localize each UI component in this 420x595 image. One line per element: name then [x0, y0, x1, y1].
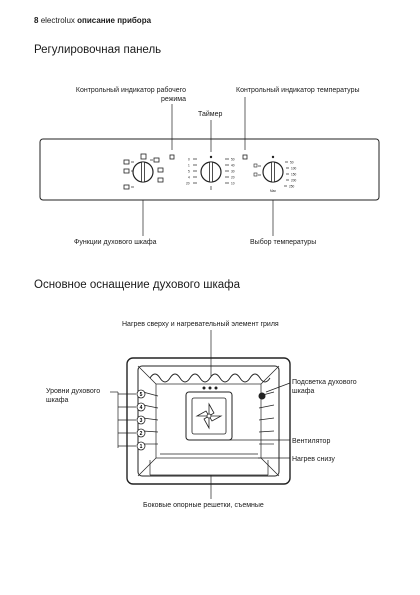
function-symbol-1 — [123, 159, 130, 165]
timer-tick-r2: 40 — [231, 164, 235, 168]
function-symbol-5 — [157, 167, 164, 173]
page-number: 8 — [34, 16, 39, 25]
function-symbol-3 — [123, 184, 130, 190]
function-symbol-top — [140, 153, 147, 160]
timer-label: Таймер — [198, 111, 223, 118]
timer-tick-l2: 1 — [188, 164, 190, 168]
oven-leaders — [110, 330, 291, 499]
level-label-4: 4 — [140, 405, 143, 411]
timer-tick-r3: 30 — [231, 170, 235, 174]
timer-tick-r5: 10 — [231, 182, 235, 186]
fan-icon — [195, 402, 223, 430]
page-header: 8 electrolux описание прибора — [34, 16, 151, 25]
oven-functions-label: Функции духового шкафа — [74, 239, 157, 246]
top-vents — [202, 386, 218, 390]
temp-tick-labels: 50 100 150 200 250 Max — [270, 161, 297, 194]
top-heating-element — [149, 373, 271, 383]
temp-tick-1: 50 — [290, 161, 294, 165]
levels-label-line1: Уровни духового — [46, 388, 101, 395]
light-label-line1: Подсветка духового — [292, 379, 357, 386]
oven-light-icon — [258, 392, 266, 400]
left-rack-rungs — [142, 391, 159, 445]
light-leader — [265, 382, 291, 393]
level-marker-5 — [136, 389, 146, 399]
light-label-line2: шкафа — [292, 388, 315, 395]
level-marker-1 — [136, 441, 146, 451]
temp-select-label: Выбор температуры — [250, 239, 317, 246]
timer-tick-r1: 50 — [231, 158, 235, 162]
function-symbol-6 — [157, 177, 164, 183]
temp-tick-3: 150 — [291, 173, 297, 177]
mode-indicator-label: Контрольный индикатор рабочего режима — [40, 86, 186, 104]
fan-label: Вентилятор — [292, 438, 331, 445]
control-panel-title: Регулировочная панель — [34, 44, 162, 56]
temperature-knob — [253, 155, 289, 187]
mode-indicator-light — [169, 154, 175, 160]
temp-indicator-label: Контрольный индикатор температуры — [236, 87, 360, 94]
temp-symbol-2 — [253, 172, 258, 177]
light-label: Подсветка духового шкафа — [292, 378, 357, 396]
level-label-5: 5 — [140, 392, 143, 398]
mode-indicator-label-line2: режима — [160, 96, 186, 103]
temp-tick-2: 100 — [291, 167, 297, 171]
timer-tick-l5: 20 — [186, 182, 190, 186]
level-markers: 5 4 3 2 1 — [136, 389, 146, 451]
timer-tick-l1: 0 — [188, 158, 190, 162]
temp-indicator-light — [242, 154, 248, 160]
cavity-perspective — [137, 365, 280, 477]
levels-label-line2: шкафа — [46, 397, 69, 404]
temp-tick-4: 200 — [291, 179, 297, 183]
top-heat-label: Нагрев сверху и нагревательный элемент г… — [122, 321, 279, 328]
timer-tick-r4: 20 — [231, 176, 235, 180]
mode-indicator-label-line1: Контрольный индикатор рабочего — [75, 87, 186, 94]
level-label-1: 1 — [140, 444, 143, 450]
level-label-3: 3 — [140, 418, 143, 424]
timer-knob — [193, 155, 229, 190]
temp-symbol-1 — [253, 163, 258, 168]
level-marker-3 — [136, 415, 146, 425]
temp-tick-5: 250 — [289, 185, 295, 189]
level-marker-2 — [136, 428, 146, 438]
timer-tick-labels: 0 1 5 4 20 50 40 30 20 10 — [186, 158, 235, 186]
oven-functions-knob — [123, 153, 164, 190]
oven-equipment-title: Основное оснащение духового шкафа — [34, 279, 241, 291]
temp-tick-max: Max — [270, 189, 276, 193]
bottom-heat-label: Нагрев снизу — [292, 456, 335, 463]
side-racks-label: Боковые опорные решетки, съемные — [143, 502, 264, 509]
function-symbol-4 — [153, 157, 160, 163]
function-symbol-2 — [123, 168, 130, 174]
section-title: описание прибора — [77, 16, 152, 25]
levels-label: Уровни духового шкафа — [46, 387, 100, 405]
timer-tick-l4: 4 — [188, 176, 190, 180]
brand-name: electrolux — [40, 16, 75, 25]
timer-tick-l3: 5 — [188, 170, 190, 174]
level-label-2: 2 — [140, 431, 143, 437]
level-marker-4 — [136, 402, 146, 412]
